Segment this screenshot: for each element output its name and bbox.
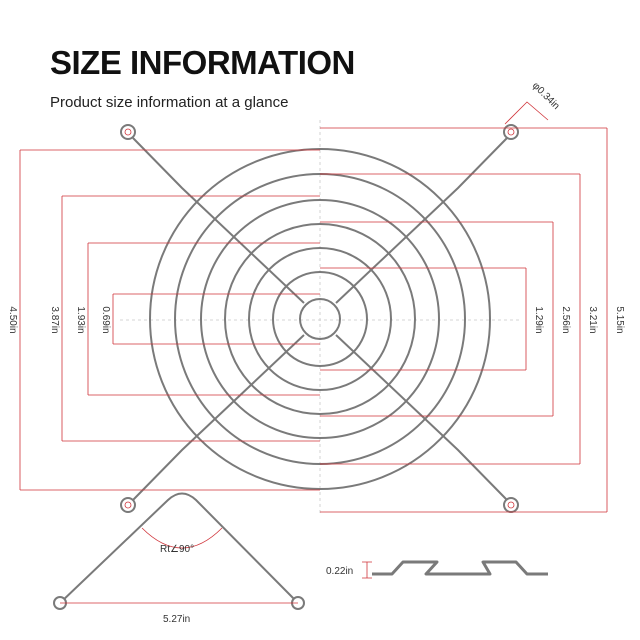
grill-spokes xyxy=(132,137,508,501)
eyelet-top-left xyxy=(120,124,136,140)
dimension-lines xyxy=(19,101,608,513)
grill-ring-7 xyxy=(149,148,491,490)
bracket-angle-arc xyxy=(141,527,223,549)
dim-label-4-50: 4.50in xyxy=(7,306,18,333)
grill-ring-4 xyxy=(224,223,416,415)
page-subtitle: Product size information at a glance xyxy=(50,94,289,111)
dim-label-0-69: 0.69in xyxy=(100,306,111,333)
dim-lines-1-29 xyxy=(320,267,526,371)
grill-ring-5 xyxy=(200,199,440,439)
dim-label-hole: φ0.34in xyxy=(530,80,562,112)
eyelet-bottom-left xyxy=(120,497,136,513)
bracket-angle-label: Rt∠90° xyxy=(160,544,194,555)
dim-lines-4-50 xyxy=(20,149,320,491)
dim-label-5-15: 5.15in xyxy=(614,306,625,333)
dim-lines-0-69 xyxy=(113,293,320,345)
dim-right-verticals xyxy=(525,128,608,512)
dim-label-1-93: 1.93in xyxy=(75,306,86,333)
dim-lines-3-21 xyxy=(320,173,580,465)
dim-label-1-29: 1.29in xyxy=(533,306,544,333)
spoke-top-left xyxy=(132,137,305,304)
spoke-bottom-right xyxy=(335,334,508,501)
grill-ring-3 xyxy=(248,247,392,391)
dim-lines-5-15 xyxy=(320,127,607,513)
spoke-bottom-left xyxy=(132,334,305,501)
bracket-wire xyxy=(59,492,299,604)
grill-ring-1 xyxy=(299,298,341,340)
dim-label-2-56: 2.56in xyxy=(560,306,571,333)
bracket-profile: Rt∠90° 5.27in xyxy=(53,492,305,625)
depth-profile: 0.22in xyxy=(326,560,548,579)
mounting-eyelets xyxy=(120,124,519,513)
dim-label-3-87: 3.87in xyxy=(49,306,60,333)
eyelet-center-marks xyxy=(124,128,515,509)
eyelet-top-right xyxy=(503,124,519,140)
grill-ring-2 xyxy=(272,271,368,367)
depth-wire xyxy=(372,560,548,576)
eyelet-bottom-right xyxy=(503,497,519,513)
depth-dimension-line xyxy=(362,561,372,579)
page-title: SIZE INFORMATION xyxy=(50,44,355,81)
spoke-top-right xyxy=(335,137,508,304)
depth-label: 0.22in xyxy=(326,566,353,577)
hole-leader xyxy=(504,101,549,125)
dim-label-3-21: 3.21in xyxy=(587,306,598,333)
dim-lines-3-87 xyxy=(62,195,320,442)
dim-lines-1-93 xyxy=(88,242,320,396)
dim-left-verticals xyxy=(19,150,114,490)
bracket-width-label: 5.27in xyxy=(163,614,190,625)
dim-lines-2-56 xyxy=(320,221,553,417)
guide-lines xyxy=(120,120,520,515)
dimension-labels: 4.50in 3.87in 1.93in 0.69in 1.29in 2.56i… xyxy=(7,80,625,333)
